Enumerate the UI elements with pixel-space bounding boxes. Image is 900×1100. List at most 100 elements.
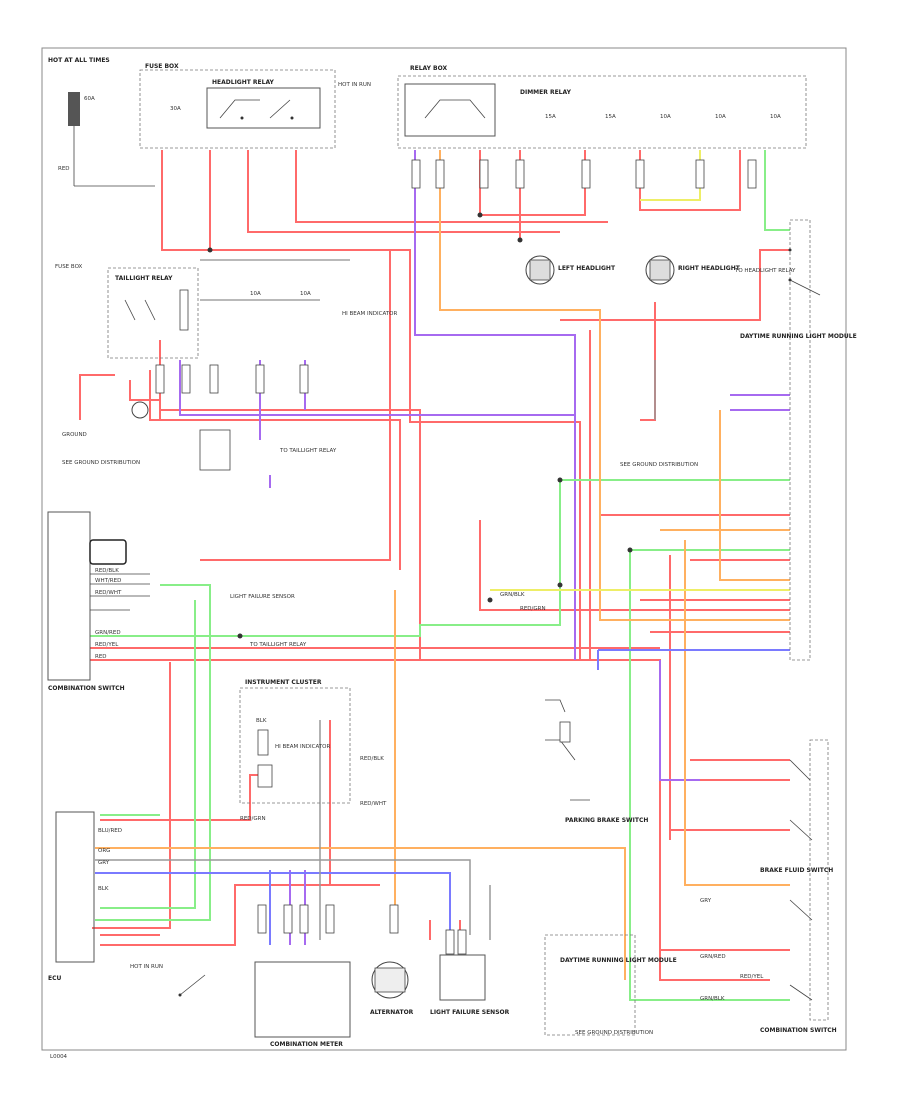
light-failure-sensor-block: LIGHT FAILURE SENSOR bbox=[430, 954, 510, 1016]
wht-red-label-1: WHT/RED bbox=[95, 578, 121, 584]
fuse-30a-label: 30A bbox=[170, 106, 181, 112]
ecu-outline bbox=[55, 811, 95, 963]
green-wires bbox=[90, 150, 790, 1001]
combination-meter-outline bbox=[254, 961, 351, 1038]
taillight-relay-label: TAILLIGHT RELAY bbox=[115, 275, 173, 282]
drl-module-outline bbox=[789, 219, 811, 661]
grn-blk-label-1: GRN/BLK bbox=[500, 592, 525, 598]
red-yel-label-1: RED/YEL bbox=[95, 642, 119, 648]
taillight-relay-outline bbox=[107, 267, 199, 359]
bottom-module-label: DAYTIME RUNNING LIGHT MODULE bbox=[560, 957, 677, 964]
fuse-10a-b: 10A bbox=[715, 114, 726, 120]
bottom-module-outline bbox=[544, 934, 636, 1036]
fuse-15a-b: 15A bbox=[605, 114, 616, 120]
hot-at-all-times-label: HOT AT ALL TIMES bbox=[48, 57, 110, 64]
right-switch-outline bbox=[809, 739, 829, 1021]
right-switches: BRAKE FLUID SWITCH COMBINATION SWITCH GR… bbox=[700, 739, 837, 1034]
red-wires bbox=[79, 150, 790, 981]
right-headlight-label: RIGHT HEADLIGHT bbox=[678, 265, 741, 272]
red-grn-label-1: RED/GRN bbox=[520, 606, 546, 612]
to-headlight-relay-label: TO HEADLIGHT RELAY bbox=[734, 268, 796, 274]
left-headlight: LEFT HEADLIGHT bbox=[525, 255, 616, 285]
ecu-label: ECU bbox=[48, 975, 62, 982]
battery-wire-label: RED bbox=[58, 166, 70, 172]
light-failure-sensor-label: LIGHT FAILURE SENSOR bbox=[230, 594, 295, 600]
hot-in-run-switch: HOT IN RUN bbox=[130, 964, 206, 997]
bottom-right-module: DAYTIME RUNNING LIGHT MODULE SEE GROUND … bbox=[544, 934, 677, 1036]
instrument-cluster: INSTRUMENT CLUSTER HI BEAM INDICATOR BLK… bbox=[239, 679, 387, 822]
see-ground-dist-3: SEE GROUND DISTRIBUTION bbox=[575, 1030, 653, 1036]
hi-beam-indicator-2: HI BEAM INDICATOR bbox=[275, 744, 330, 750]
fuse-10a-d: 10A bbox=[250, 291, 261, 297]
combination-switch-label: COMBINATION SWITCH bbox=[48, 685, 125, 692]
see-ground-dist-1: SEE GROUND DISTRIBUTION bbox=[62, 460, 140, 466]
relay-box: RELAY BOX DIMMER RELAY 15A 15A 10A 10A 1… bbox=[397, 65, 807, 149]
drl-module-area: DAYTIME RUNNING LIGHT MODULE TO HEADLIGH… bbox=[620, 219, 857, 661]
red-wht-label-2: RED/WHT bbox=[360, 801, 387, 807]
red-grn-label-2: RED/GRN bbox=[240, 816, 266, 822]
blk-label-2: BLK bbox=[98, 886, 109, 892]
battery-symbol bbox=[68, 92, 80, 126]
fuse-10a-a: 10A bbox=[660, 114, 671, 120]
diagram-code: L0004 bbox=[50, 1054, 68, 1060]
drl-module-label: DAYTIME RUNNING LIGHT MODULE bbox=[740, 333, 857, 340]
hot-in-run-label-2: HOT IN RUN bbox=[130, 964, 163, 970]
hot-in-run-label: HOT IN RUN bbox=[338, 82, 371, 88]
fuse-box-1-outline bbox=[139, 69, 336, 149]
blue-wires bbox=[95, 649, 790, 945]
see-ground-dist-2: SEE GROUND DISTRIBUTION bbox=[620, 462, 698, 468]
headlight-relay-label: HEADLIGHT RELAY bbox=[212, 79, 275, 86]
parking-brake-switch-label: PARKING BRAKE SWITCH bbox=[565, 817, 648, 824]
blk-label-1: BLK bbox=[256, 718, 267, 724]
org-label: ORG bbox=[98, 848, 110, 854]
parking-brake-switch: PARKING BRAKE SWITCH bbox=[545, 699, 648, 824]
fuse-15a-a: 15A bbox=[545, 114, 556, 120]
combination-meter-label: COMBINATION METER bbox=[270, 1041, 343, 1048]
relay-box-title: RELAY BOX bbox=[410, 65, 448, 72]
fuse-box-2-label: FUSE BOX bbox=[55, 264, 83, 270]
sensor-label: LIGHT FAILURE SENSOR bbox=[430, 1009, 510, 1016]
sensor-outline bbox=[439, 954, 486, 1001]
ground-label-1: GROUND bbox=[62, 432, 87, 438]
splice-points bbox=[207, 212, 633, 639]
relay-box-outline bbox=[397, 75, 807, 149]
to-taillight-relay-label-2: TO TAILLIGHT RELAY bbox=[249, 642, 307, 648]
dimmer-relay-label: DIMMER RELAY bbox=[520, 89, 572, 96]
ecu-block: ECU BLU/RED ORG GRY BLK bbox=[48, 811, 122, 982]
fuse-10a-e: 10A bbox=[300, 291, 311, 297]
fuse-10a-c: 10A bbox=[770, 114, 781, 120]
right-headlight: RIGHT HEADLIGHT bbox=[645, 255, 741, 285]
alternator-label: ALTERNATOR bbox=[370, 1009, 414, 1016]
connectors bbox=[155, 159, 757, 955]
blu-red-label: BLU/RED bbox=[98, 828, 122, 834]
gray-wires bbox=[95, 360, 656, 940]
to-taillight-relay-label: TO TAILLIGHT RELAY bbox=[279, 448, 337, 454]
combination-switch-outline bbox=[47, 511, 91, 681]
orange-wires bbox=[95, 150, 790, 980]
battery-section: HOT AT ALL TIMES 60A RED bbox=[48, 57, 155, 187]
red-blk-label-2: RED/BLK bbox=[360, 756, 384, 762]
grn-red-label-1: GRN/RED bbox=[95, 630, 121, 636]
combination-meter: COMBINATION METER bbox=[254, 961, 351, 1048]
grn-red-label-2: GRN/RED bbox=[700, 954, 726, 960]
grn-blk-label-2: GRN/BLK bbox=[700, 996, 725, 1002]
gry-label-2: GRY bbox=[98, 860, 110, 866]
brake-fluid-switch-label: BRAKE FLUID SWITCH bbox=[760, 867, 833, 874]
instrument-cluster-label: INSTRUMENT CLUSTER bbox=[245, 679, 322, 686]
hi-beam-indicator-label: HI BEAM INDICATOR bbox=[342, 311, 397, 317]
gry-label-1: GRY bbox=[700, 898, 712, 904]
combination-switch-2-label: COMBINATION SWITCH bbox=[760, 1027, 837, 1034]
fuse-box-1: FUSE BOX HEADLIGHT RELAY 30A HOT IN RUN bbox=[139, 63, 371, 149]
taillight-relay-section: TAILLIGHT RELAY FUSE BOX GROUND SEE GROU… bbox=[55, 259, 397, 471]
headlight-relay-box bbox=[206, 87, 321, 129]
fuse-60a-label: 60A bbox=[84, 96, 95, 102]
red-yel-label-2: RED/YEL bbox=[740, 974, 764, 980]
diagram-frame bbox=[41, 47, 847, 1051]
instrument-cluster-outline bbox=[239, 687, 351, 804]
dimmer-relay-box bbox=[404, 83, 496, 137]
combination-switch-left: COMBINATION SWITCH RED/BLK WHT/RED RED/W… bbox=[47, 511, 546, 692]
left-headlight-label: LEFT HEADLIGHT bbox=[558, 265, 616, 272]
alternator: ALTERNATOR bbox=[370, 961, 414, 1016]
red-wht-label-1: RED/WHT bbox=[95, 590, 122, 596]
